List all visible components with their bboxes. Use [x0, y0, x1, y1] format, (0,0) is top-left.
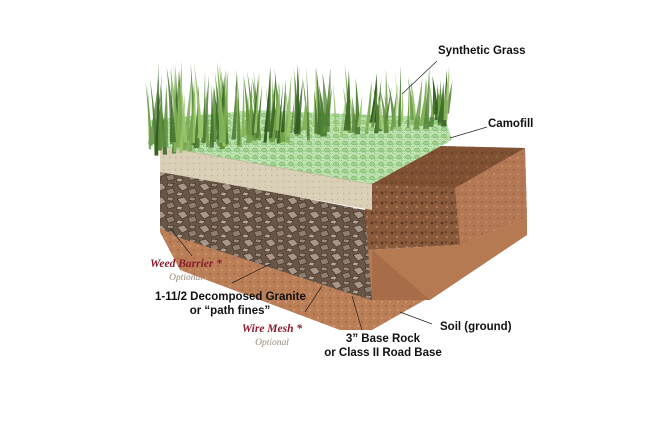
grass-blade	[193, 63, 203, 139]
label-synthetic-grass: Synthetic Grass	[438, 45, 526, 57]
grass-blade	[166, 66, 177, 143]
grass-blade	[434, 82, 439, 121]
grass-blade	[427, 95, 435, 127]
grass-blade	[343, 69, 351, 131]
grass-blade	[255, 84, 263, 138]
grass-blade	[250, 80, 259, 135]
grass-blade	[240, 79, 245, 138]
grass-blade	[177, 71, 180, 149]
grass-blade	[351, 95, 357, 133]
label-wire-mesh: Wire Mesh * Optional	[230, 322, 314, 350]
grass-blade	[271, 81, 279, 142]
grass-blade	[280, 78, 286, 133]
label-base-rock: 3” Base Rock or Class II Road Base	[318, 332, 448, 360]
grass-blade	[406, 86, 410, 128]
grass-blade	[216, 61, 225, 143]
weed-barrier-title: Weed Barrier *	[150, 258, 222, 270]
grass-blade	[397, 65, 402, 127]
label-soil: Soil (ground)	[440, 321, 512, 333]
grass-blade	[252, 70, 260, 133]
synthetic-grass-blades	[145, 60, 453, 156]
grass-blade	[364, 82, 372, 135]
leader-soil	[399, 311, 433, 325]
leader-granite	[231, 263, 271, 284]
weed-barrier-optional: Optional	[169, 273, 203, 283]
grass-blade	[423, 67, 430, 129]
wire-mesh-optional: Optional	[255, 338, 289, 348]
grass-blade	[237, 73, 241, 146]
grass-blade	[400, 88, 404, 122]
label-camofill: Camofill	[488, 118, 534, 130]
grass-blade	[155, 84, 163, 151]
grass-blade	[301, 95, 308, 131]
grass-blade	[390, 93, 397, 130]
leader-lines	[169, 60, 488, 331]
grass-blade	[376, 89, 385, 130]
leader-base-rock	[351, 295, 363, 331]
base-rock-line2: or Class II Road Base	[324, 347, 442, 359]
grass-blade	[154, 61, 159, 155]
grass-blade	[289, 95, 295, 133]
grass-blade	[148, 82, 159, 145]
leader-weed-barrier	[169, 227, 193, 257]
grass-blade	[272, 82, 281, 131]
grass-blade	[263, 66, 271, 132]
grass-blade	[322, 72, 330, 127]
grass-blade	[284, 83, 291, 132]
leader-camofill	[449, 126, 488, 139]
grass-blade	[231, 69, 238, 140]
grass-blade	[293, 78, 303, 135]
grass-blade	[160, 84, 168, 148]
grass-blade	[202, 70, 206, 144]
grass-blade	[339, 86, 348, 138]
base-rock-line1: 3” Base Rock	[345, 333, 421, 345]
grass-blade	[441, 65, 450, 121]
label-granite: 1-11/2 Decomposed Granite or “path fines…	[155, 290, 306, 318]
label-weed-barrier: Weed Barrier * Optional	[140, 257, 232, 285]
grass-blade	[371, 83, 379, 128]
grass-blade	[179, 71, 188, 143]
grass-blade	[314, 89, 319, 134]
grass-blade	[428, 75, 434, 117]
grass-blade	[332, 80, 338, 133]
grass-blade	[145, 81, 153, 146]
grass-blade	[212, 85, 218, 143]
soil-block	[365, 146, 527, 300]
granite-line1: 1-11/2 Decomposed Granite	[155, 291, 306, 303]
grass-blade	[175, 60, 183, 143]
grass-blade	[384, 87, 392, 124]
grass-blade	[316, 66, 322, 135]
grass-blade	[209, 84, 214, 148]
leader-synthetic-grass	[401, 60, 438, 95]
grass-blade	[187, 78, 195, 151]
base-rock-layer	[160, 170, 372, 300]
granite-line2: or “path fines”	[189, 305, 271, 317]
grass-blade	[181, 77, 192, 150]
grass-blade	[413, 77, 423, 130]
leader-wire-mesh	[304, 285, 323, 313]
grass-blade	[206, 93, 209, 148]
grass-blade	[357, 94, 363, 128]
grass-blade	[189, 83, 196, 143]
grass-blade	[367, 79, 373, 123]
grass-blade	[220, 70, 229, 143]
grass-blade	[437, 81, 444, 123]
grass-blade	[263, 71, 271, 143]
grass-blade	[276, 82, 284, 144]
wire-mesh-title: Wire Mesh *	[241, 323, 303, 335]
grass-blade	[379, 87, 389, 133]
grass-blade	[245, 81, 253, 143]
